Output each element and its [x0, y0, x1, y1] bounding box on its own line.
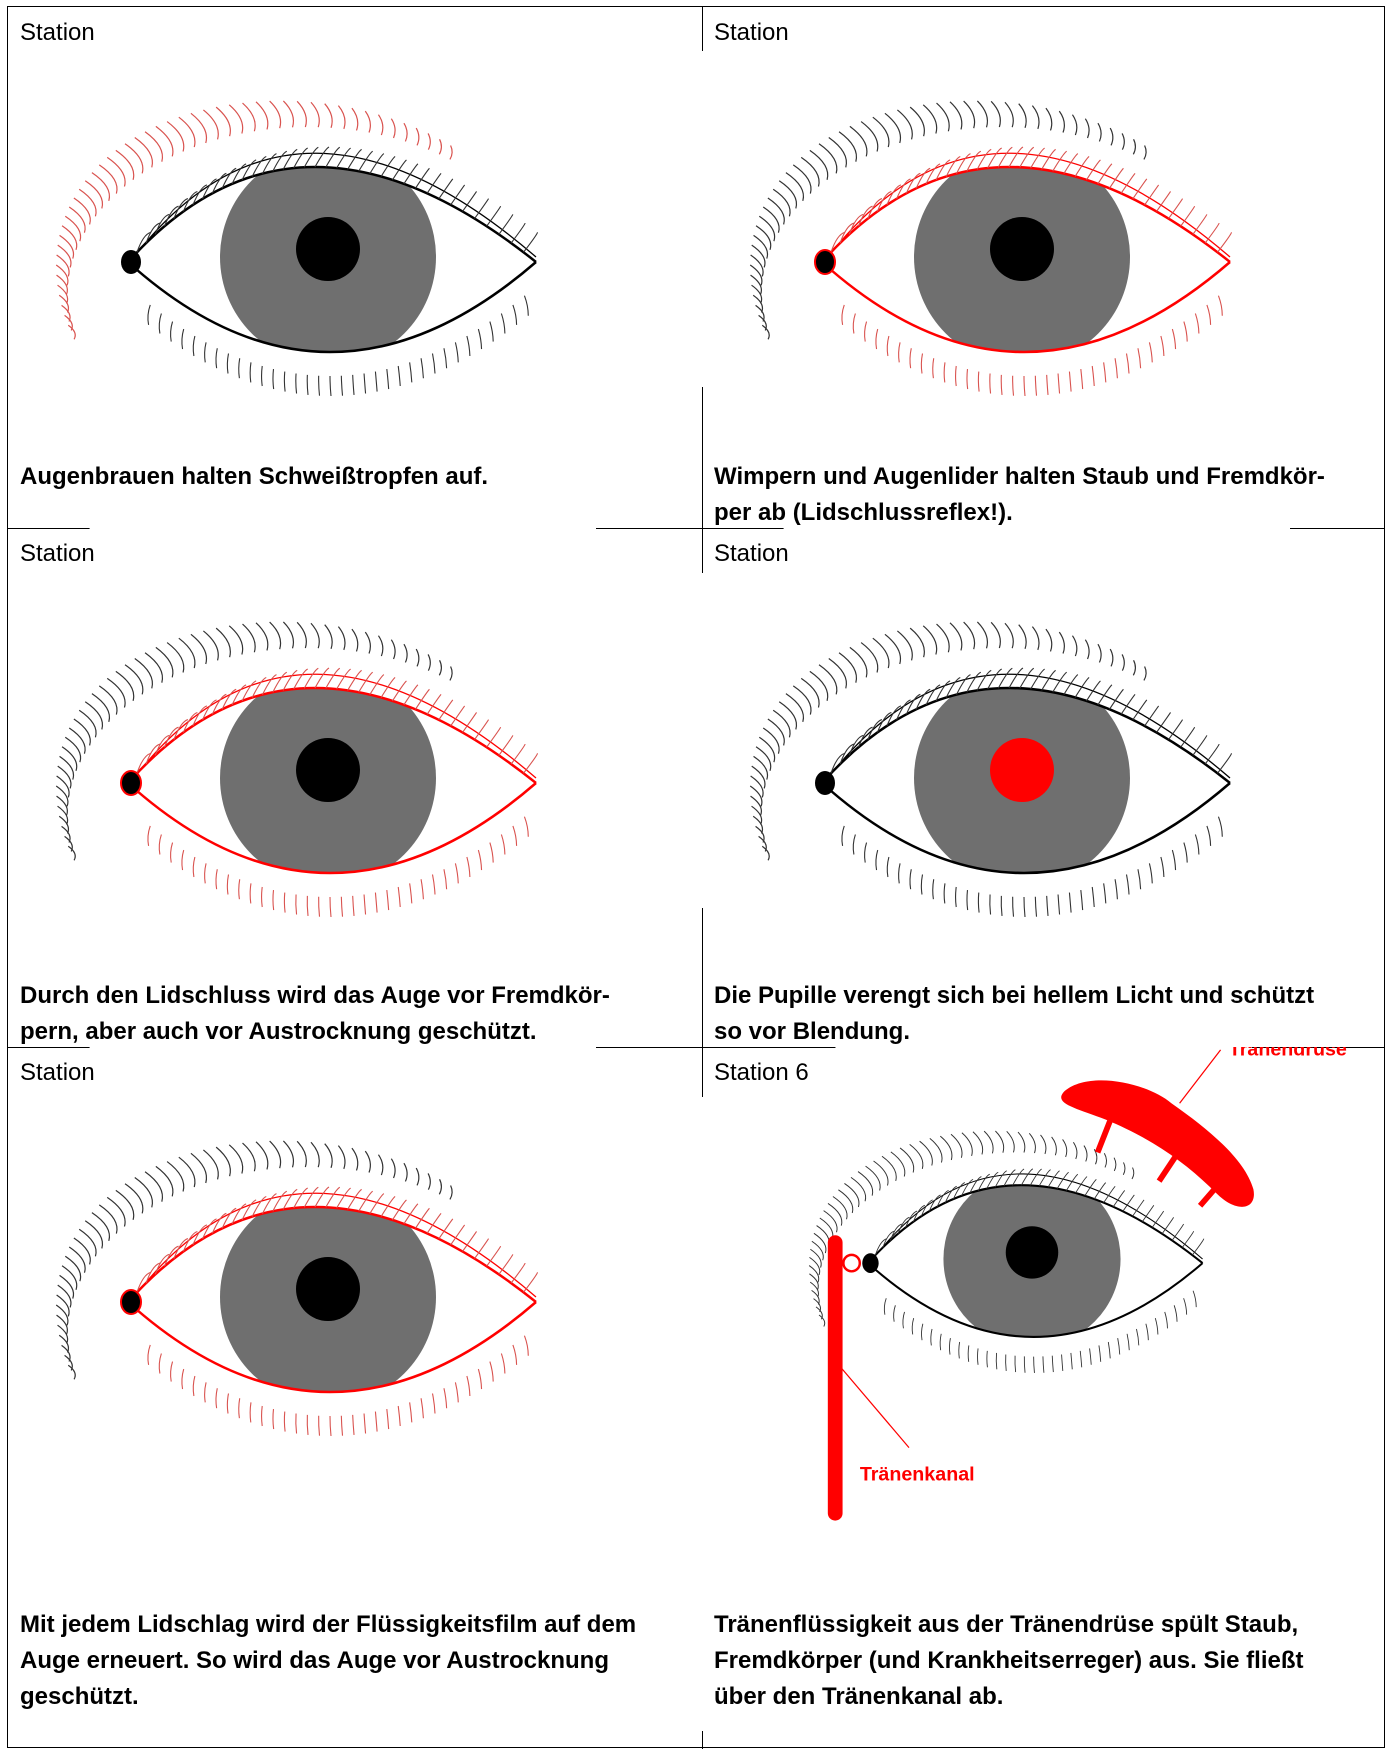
station-caption: Die Pupille verengt sich bei hellem Lich…: [714, 978, 1374, 1050]
edge-tick: [1384, 7, 1385, 51]
station-caption: Wimpern und Augenlider halten Staub und …: [714, 459, 1374, 531]
eye-illustration: [8, 528, 702, 928]
eye-illustration: [8, 1047, 702, 1447]
caption-line: Fremdkörper (und Krankheitserreger) aus.…: [714, 1643, 1374, 1679]
caption-line: geschützt.: [20, 1679, 680, 1715]
caption-line: Durch den Lidschluss wird das Auge vor F…: [20, 978, 680, 1014]
eye-drawing: [702, 528, 1384, 928]
caption-line: pern, aber auch vor Austrocknung geschüt…: [20, 1014, 680, 1050]
eye-illustration: [702, 7, 1384, 407]
inner-eye-corner: [121, 250, 141, 274]
eye-drawing: [8, 7, 702, 407]
station-5-cell: Station 5 Mit jedem Lidschlag wird der F…: [8, 1047, 702, 1749]
station-caption: Augenbrauen halten Schweißtropfen auf.: [20, 459, 680, 495]
station-caption: Tränenflüssigkeit aus der Tränendrüse sp…: [714, 1607, 1374, 1715]
pupil: [296, 1257, 360, 1321]
tear-duct-label: Tränenkanal: [860, 1463, 975, 1485]
lacrimal-gland-label: Tränendrüse: [1229, 1047, 1347, 1061]
caption-line: über den Tränenkanal ab.: [714, 1679, 1374, 1715]
inner-eye-corner: [815, 771, 835, 795]
pupil: [990, 217, 1054, 281]
station-1-cell: Station 1 Augenbrauen halten Schweißtrop…: [8, 7, 702, 528]
caption-line: Auge erneuert. So wird das Auge vor Aust…: [20, 1643, 680, 1679]
caption-line: Mit jedem Lidschlag wird der Flüssigkeit…: [20, 1607, 680, 1643]
pupil: [296, 738, 360, 802]
eye-drawing: [702, 7, 1384, 407]
eye-illustration: [8, 7, 702, 407]
caption-line: per ab (Lidschlussreflex!).: [714, 495, 1374, 531]
caption-line: Tränenflüssigkeit aus der Tränendrüse sp…: [714, 1607, 1374, 1643]
pupil: [1006, 1226, 1058, 1278]
station-2-cell: Station 2 Wimpern und Augenlider halten …: [702, 7, 1384, 528]
caption-line: Wimpern und Augenlider halten Staub und …: [714, 459, 1374, 495]
stations-table: Station 1 Augenbrauen halten Schweißtrop…: [7, 6, 1385, 1748]
eye-drawing: [8, 528, 702, 928]
eye-drawing: [8, 1047, 702, 1447]
inner-eye-corner: [862, 1253, 878, 1273]
caption-line: Augenbrauen halten Schweißtropfen auf.: [20, 459, 680, 495]
station-4-cell: Station 4 Die Pupille verengt sich bei h…: [702, 528, 1384, 1047]
station-caption: Mit jedem Lidschlag wird der Flüssigkeit…: [20, 1607, 680, 1715]
station-caption: Durch den Lidschluss wird das Auge vor F…: [20, 978, 680, 1050]
station-3-cell: Station 3 Durch den Lidschluss wird das …: [8, 528, 702, 1047]
pupil: [296, 217, 360, 281]
eye-illustration: [702, 528, 1384, 928]
caption-line: Die Pupille verengt sich bei hellem Lich…: [714, 978, 1374, 1014]
pupil: [990, 738, 1054, 802]
caption-line: so vor Blendung.: [714, 1014, 1374, 1050]
